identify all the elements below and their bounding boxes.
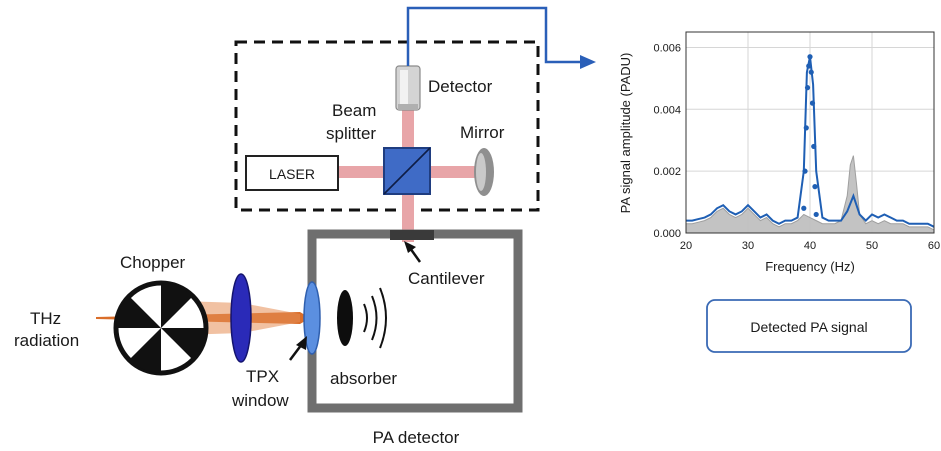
x-tick-label: 20 xyxy=(680,240,692,252)
pa-detector-label: PA detector xyxy=(373,428,460,447)
chart-ylabel: PA signal amplitude (PADU) xyxy=(618,53,633,214)
x-tick-label: 30 xyxy=(742,240,754,252)
data-point xyxy=(807,54,813,60)
interferometer-enclosure xyxy=(234,40,540,212)
y-tick-label: 0.000 xyxy=(653,228,681,240)
x-tick-label: 60 xyxy=(928,240,940,252)
chopper-wheel xyxy=(113,280,209,376)
data-point xyxy=(811,143,817,150)
data-point xyxy=(813,211,819,218)
detected-signal-label: Detected PA signal xyxy=(750,319,867,335)
data-point xyxy=(812,184,818,190)
detected-signal-box xyxy=(706,299,912,353)
chart-ticks: 20 30 40 50 60 0.000 0.002 0.004 0.006 xyxy=(653,42,940,252)
cantilever-label: Cantilever xyxy=(408,269,485,288)
data-point xyxy=(806,63,812,69)
tpx-arrow xyxy=(289,336,307,361)
chopper-label: Chopper xyxy=(120,253,186,272)
series-gray-area xyxy=(685,155,935,234)
y-tick-label: 0.002 xyxy=(653,166,681,178)
chart-xlabel: Frequency (Hz) xyxy=(765,259,855,274)
cantilever xyxy=(390,230,434,240)
y-tick-label: 0.004 xyxy=(653,104,681,116)
absorber-label: absorber xyxy=(330,369,397,388)
tpx-label-1: TPX xyxy=(246,367,279,386)
pa-signal-chart: 20 30 40 50 60 0.000 0.002 0.004 0.006 Frequency… xyxy=(618,31,940,274)
chart-frame xyxy=(685,31,935,234)
signal-line xyxy=(406,6,580,66)
beam-splitter xyxy=(383,147,431,195)
acoustic-waves xyxy=(363,287,387,349)
data-point xyxy=(804,85,811,91)
cantilever-arrow xyxy=(404,241,422,263)
tpx-window xyxy=(303,281,321,355)
beam-splitter-label-2: splitter xyxy=(326,124,376,143)
x-tick-label: 50 xyxy=(866,240,878,252)
data-point xyxy=(801,205,807,211)
chart-series xyxy=(685,54,935,234)
data-point xyxy=(803,125,809,131)
focusing-lens xyxy=(230,273,252,363)
signal-arrowhead xyxy=(580,55,596,69)
thz-label-1: THz xyxy=(30,309,61,328)
data-point xyxy=(802,168,808,174)
laser-label: LASER xyxy=(269,166,315,182)
absorber xyxy=(337,290,353,346)
photodetector xyxy=(395,65,421,111)
detector-label: Detector xyxy=(428,77,493,96)
y-tick-label: 0.006 xyxy=(653,42,681,54)
thz-label-2: radiation xyxy=(14,331,79,350)
data-point xyxy=(808,69,814,75)
tpx-label-2: window xyxy=(231,391,289,410)
mirror xyxy=(474,148,494,196)
mirror-label: Mirror xyxy=(460,123,505,142)
data-point xyxy=(809,100,816,106)
x-tick-label: 40 xyxy=(804,240,816,252)
laser-box xyxy=(245,155,339,191)
beam-splitter-label-1: Beam xyxy=(332,101,376,120)
